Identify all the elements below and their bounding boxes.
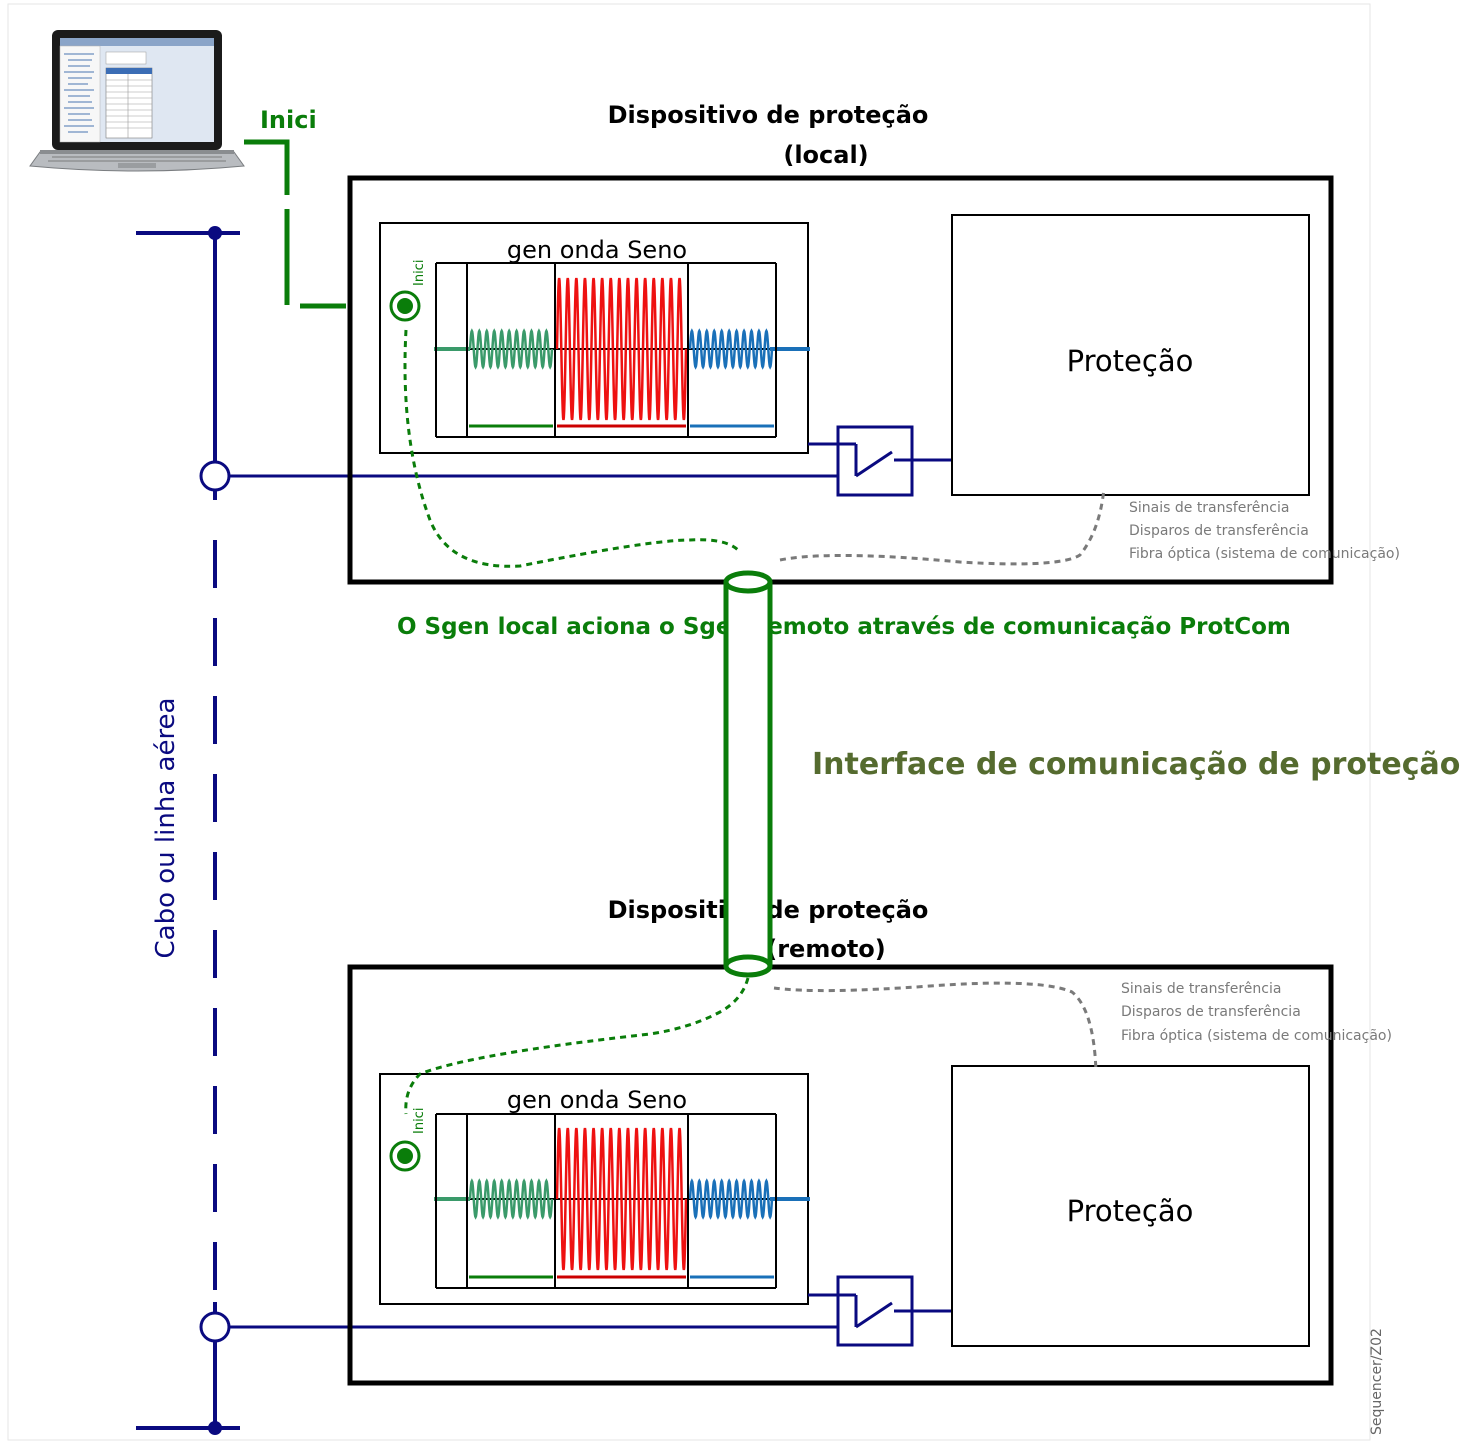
- local-device-title-line1: Dispositivo de proteção: [608, 101, 929, 129]
- protcom-cable: [723, 570, 773, 978]
- local-start-label: Inici: [412, 260, 427, 286]
- local-signal-dotted-line: [779, 487, 1106, 566]
- remote-trigger-dotted-line: [404, 977, 750, 1115]
- remote-signal-dotted-line: [773, 981, 1098, 1073]
- protcom-note: O Sgen local aciona o Sgen remoto atravé…: [397, 614, 1291, 640]
- local-device: Dispositivo de proteção (local) gen onda…: [347, 101, 1400, 585]
- local-trigger-dotted-line: [403, 329, 740, 568]
- current-transformer-remote: [199, 1311, 231, 1343]
- interface-label: Interface de comunicação de proteção: [812, 747, 1460, 782]
- local-sgen-grid: [435, 262, 777, 438]
- line-label: Cabo ou linha aérea: [151, 698, 181, 959]
- remote-protection-label: Proteção: [1067, 1194, 1194, 1228]
- laptop-icon: [29, 30, 245, 172]
- remote-device-title-line2: (remoto): [766, 935, 886, 963]
- local-sine-waves: [434, 277, 810, 421]
- remote-signal-1: Sinais de transferência: [1121, 981, 1281, 997]
- local-device-title-line2: (local): [783, 141, 868, 169]
- local-signal-1: Sinais de transferência: [1129, 500, 1289, 516]
- figure-id: Sequencer/Z02: [1369, 1328, 1385, 1435]
- remote-signal-2: Disparos de transferência: [1121, 1004, 1301, 1020]
- laptop-start-line: [244, 139, 346, 309]
- remote-sgen-title: gen onda Seno: [507, 1086, 687, 1114]
- laptop-start-label: Inici: [260, 106, 317, 134]
- remote-device: Dispositivo de proteção (remoto) gen ond…: [347, 896, 1392, 1386]
- remote-sgen-grid: [435, 1113, 777, 1289]
- current-transformer-local: [199, 460, 231, 492]
- remote-device-frame: [347, 964, 1334, 1386]
- remote-signal-3: Fibra óptica (sistema de comunicação): [1121, 1028, 1392, 1044]
- local-signal-3: Fibra óptica (sistema de comunicação): [1129, 546, 1400, 562]
- local-protection-box: [951, 214, 1310, 496]
- power-line: [136, 226, 840, 1435]
- remote-protection-box: [951, 1065, 1310, 1347]
- local-signal-2: Disparos de transferência: [1129, 523, 1309, 539]
- remote-start-label: Inici: [412, 1108, 427, 1134]
- local-protection-label: Proteção: [1067, 344, 1194, 378]
- local-sgen-title: gen onda Seno: [507, 236, 687, 264]
- local-device-frame: [347, 175, 1334, 585]
